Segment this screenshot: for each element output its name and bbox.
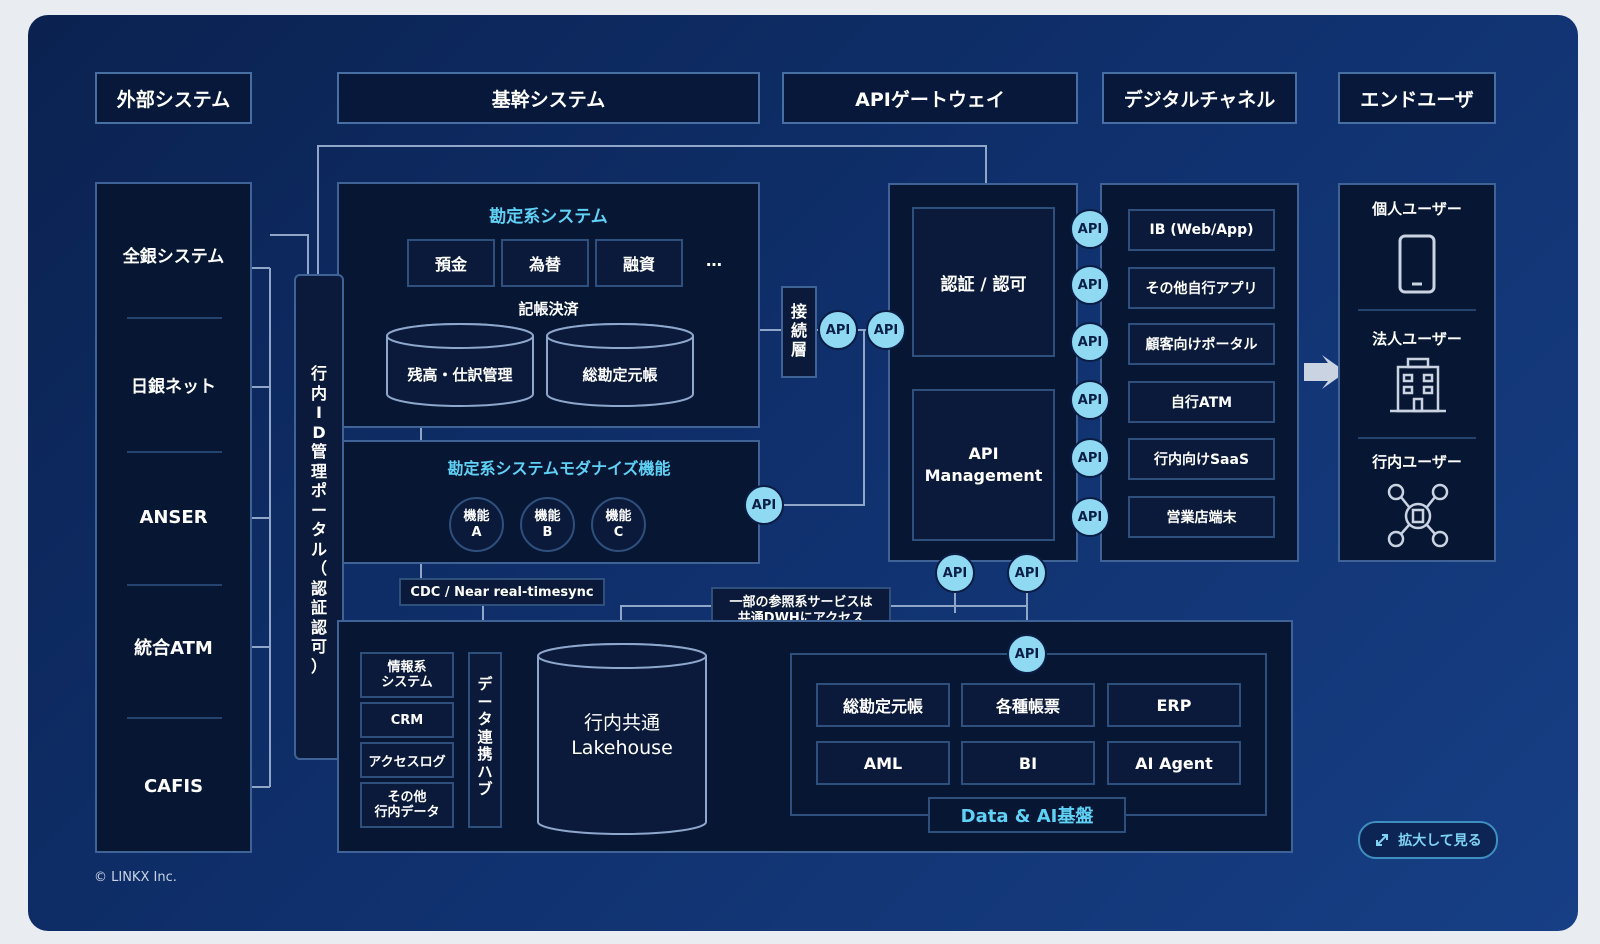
api-badge: API [744, 485, 784, 525]
header-external: 外部システム [95, 72, 252, 124]
module-more: … [706, 250, 722, 270]
ledger-general: 総勘定元帳 [582, 365, 658, 384]
api-badge: API [866, 310, 906, 350]
channel-item: IB (Web/App) [1128, 209, 1275, 251]
data-source-item: 情報系 システム [360, 652, 454, 698]
building-icon [1390, 357, 1446, 413]
data-ai-item: BI [961, 741, 1095, 785]
modernize-panel: 勘定系システムモダナイズ機能 機能 A 機能 B 機能 C [337, 440, 760, 564]
copyright: © LINKX Inc. [94, 870, 177, 885]
channel-item: 自行ATM [1128, 381, 1275, 423]
external-system-item: 統合ATM [134, 638, 213, 659]
api-badge: API [1070, 497, 1110, 537]
api-badge: API [1007, 634, 1047, 674]
smartphone-icon [1398, 234, 1436, 294]
ledger-cylinders [386, 323, 694, 407]
data-ai-item: 各種帳票 [961, 683, 1095, 727]
connection-layer-label: 接続層 [790, 302, 807, 359]
settlement-label: 記帳決済 [518, 299, 579, 318]
data-hub-label: データ連携ハブ [477, 675, 493, 798]
kanjokei-title: 勘定系システム [489, 206, 608, 227]
modernize-title: 勘定系システムモダナイズ機能 [447, 459, 671, 478]
data-ai-item: AI Agent [1107, 741, 1241, 785]
kanjokei-system-panel: 勘定系システム 預金 為替 融資 … 記帳決済 残高・仕訳管理 総勘定元帳 [337, 182, 760, 428]
network-icon [1387, 483, 1449, 548]
data-ai-item: AML [816, 741, 950, 785]
header-gateway: APIゲートウェイ [782, 72, 1078, 124]
feature-c: 機能 C [591, 497, 646, 552]
zoom-label: 拡大して見る [1398, 833, 1482, 849]
external-system-item: 全銀システム [122, 246, 225, 267]
lakehouse-label: 行内共通 Lakehouse [571, 712, 673, 759]
feature-b: 機能 B [520, 497, 575, 552]
channel-item: 行内向けSaaS [1128, 438, 1275, 480]
external-system-item: CAFIS [143, 775, 204, 797]
divider [127, 451, 222, 453]
expand-icon [1376, 834, 1389, 846]
channel-item: 営業店端末 [1128, 496, 1275, 538]
module-loan: 融資 [595, 239, 683, 287]
external-systems-panel: 全銀システム 日銀ネット ANSER 統合ATM CAFIS [95, 182, 252, 853]
module-deposit: 預金 [407, 239, 495, 287]
api-badge: API [1070, 322, 1110, 362]
gateway-panel: 認証 / 認可 API Management [888, 183, 1078, 562]
external-system-item: ANSER [139, 506, 208, 528]
auth-box: 認証 / 認可 [912, 207, 1055, 357]
header-core: 基幹システム [337, 72, 760, 124]
header-digital: デジタルチャネル [1102, 72, 1297, 124]
feature-a: 機能 A [449, 497, 504, 552]
cdc-label: CDC / Near real-timesync [399, 578, 605, 606]
channel-item: その他自行アプリ [1128, 267, 1275, 309]
external-system-item: 日銀ネット [131, 376, 216, 397]
data-source-item: アクセスログ [360, 742, 454, 778]
module-exchange: 為替 [501, 239, 589, 287]
lakehouse-cylinder [537, 643, 707, 835]
data-ai-item: ERP [1107, 683, 1241, 727]
divider [127, 317, 222, 319]
data-source-item: その他 行内データ [360, 782, 454, 828]
data-ai-item: 総勘定元帳 [816, 683, 950, 727]
api-management-box: API Management [912, 389, 1055, 541]
user-corporate: 法人ユーザー [1372, 329, 1462, 348]
zoom-button[interactable]: 拡大して見る [1358, 821, 1498, 859]
divider [1358, 437, 1476, 439]
api-badge: API [1007, 553, 1047, 593]
end-users-panel: 個人ユーザー 法人ユーザー 行内ユーザー [1338, 183, 1496, 562]
architecture-diagram: 外部システム 基幹システム APIゲートウェイ デジタルチャネル エンドユーザ … [28, 15, 1578, 931]
api-badge: API [1070, 380, 1110, 420]
user-individual: 個人ユーザー [1372, 199, 1462, 218]
data-hub: データ連携ハブ [468, 652, 502, 828]
data-ai-platform: 総勘定元帳 各種帳票 ERP AML BI AI Agent [790, 653, 1267, 816]
divider [1358, 309, 1476, 311]
divider [127, 584, 222, 586]
api-badge: API [1070, 265, 1110, 305]
ledger-balance: 残高・仕訳管理 [407, 365, 513, 384]
api-badge: API [1070, 209, 1110, 249]
data-ai-title: Data & AI基盤 [928, 797, 1126, 833]
user-internal: 行内ユーザー [1372, 452, 1462, 471]
divider [127, 717, 222, 719]
connection-layer: 接続層 [781, 286, 817, 378]
data-platform-panel: 情報系 システム CRM アクセスログ その他 行内データ データ連携ハブ 行内… [337, 620, 1293, 853]
digital-channels-panel: IB (Web/App) その他自行アプリ 顧客向けポータル 自行ATM 行内向… [1100, 183, 1299, 562]
api-badge: API [818, 310, 858, 350]
data-source-item: CRM [360, 702, 454, 738]
api-badge: API [935, 553, 975, 593]
api-badge: API [1070, 438, 1110, 478]
channel-item: 顧客向けポータル [1128, 323, 1275, 365]
arrow-icon [1304, 355, 1346, 389]
header-enduser: エンドユーザ [1338, 72, 1496, 124]
